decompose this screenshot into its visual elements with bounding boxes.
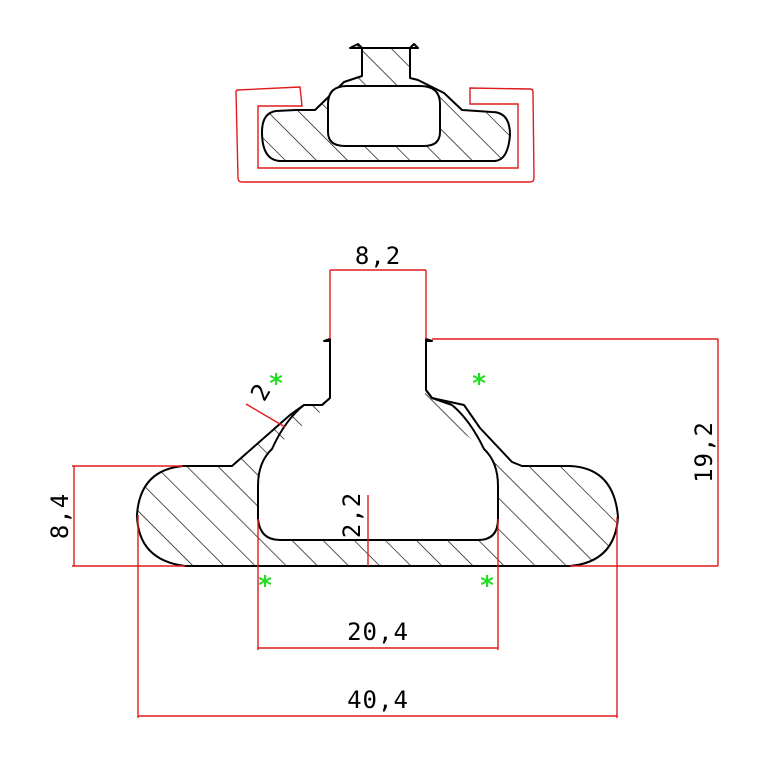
main-slot-edges	[304, 339, 453, 406]
dim-overall-height-label: 19,2	[690, 421, 718, 483]
dim-overall-width-label: 40,4	[347, 686, 409, 714]
dim-inner-width-lines	[257, 519, 499, 650]
dim-overall-width-lines	[137, 515, 618, 718]
dim-slot-width-label: 8,2	[355, 242, 401, 270]
asterisk-marker-lower-left: *	[258, 571, 272, 601]
dim-slot-width-lines	[329, 269, 427, 339]
dim-wall-thickness-lines	[245, 403, 286, 428]
dim-inner-width-label: 20,4	[347, 618, 409, 646]
main-slot-gap	[331, 330, 425, 406]
top-profile	[261, 43, 511, 162]
main-profile-cavity	[258, 398, 498, 540]
dim-base-height-label: 8,4	[46, 493, 74, 539]
asterisk-markers: * * * *	[258, 369, 494, 601]
top-profile-cavity	[327, 85, 441, 147]
dimensions	[72, 269, 719, 718]
channel-outline	[235, 86, 535, 183]
asterisk-marker-upper-left: *	[269, 369, 283, 399]
asterisk-marker-lower-right: *	[480, 571, 494, 601]
main-section-view	[136, 330, 619, 567]
dim-overall-height-lines	[432, 338, 719, 567]
asterisk-marker-upper-right: *	[472, 369, 486, 399]
main-profile-cavity-edge	[257, 404, 499, 541]
dim-floor-thickness-label: 2,2	[338, 492, 366, 538]
top-assembly-view	[235, 43, 535, 183]
dim-base-height-lines	[72, 465, 185, 567]
